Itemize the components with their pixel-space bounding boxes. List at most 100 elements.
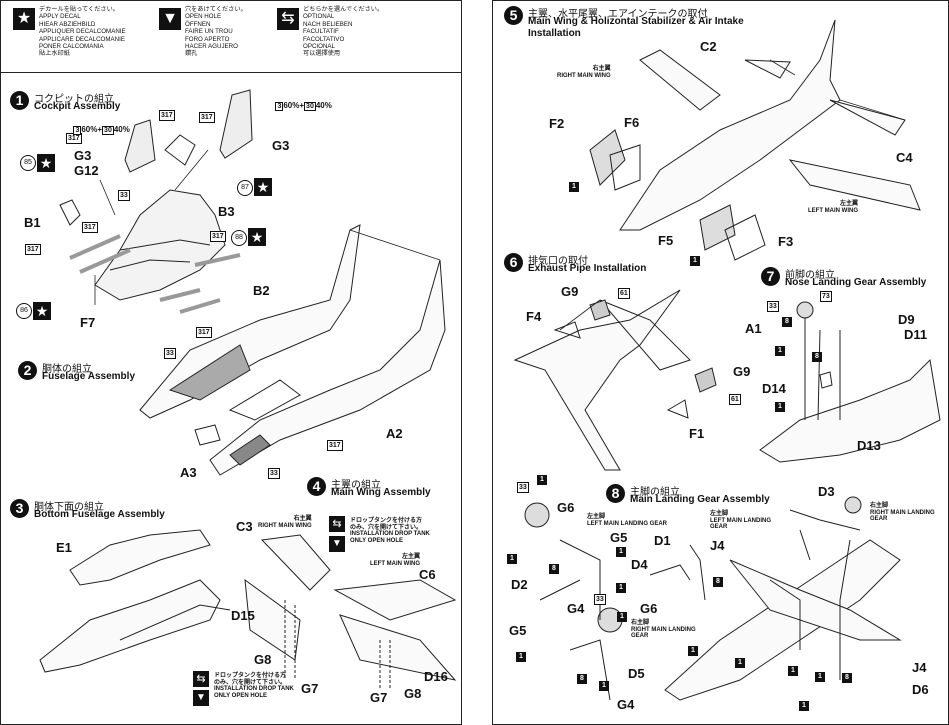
paint-code: 33 [118, 190, 130, 201]
step-7-number: 7 [761, 267, 780, 286]
paint-code-black: 1 [799, 701, 809, 711]
drill-icon: ▼ [159, 8, 181, 30]
paint-code-black: 1 [775, 402, 785, 412]
paint-code-black: 1 [569, 182, 579, 192]
paint-code-black: 8 [782, 317, 792, 327]
part-label: C2 [700, 39, 717, 54]
star-icon: ★ [37, 154, 55, 172]
part-label: G8 [404, 686, 422, 701]
part-label: J4 [912, 660, 927, 675]
legend: ★ デカールを貼ってください。 APPLY DECAL HIEAR ABZIEH… [7, 5, 457, 67]
step-5-number: 5 [504, 6, 523, 25]
paint-code-black: 1 [617, 612, 627, 622]
paint-code: 33 [767, 301, 779, 312]
paint-code: 317 [82, 222, 98, 233]
left-main-wing-note: 左主翼 LEFT MAIN WING [370, 554, 420, 567]
step-1-number: 1 [10, 91, 29, 110]
step-4-title-jp: 主翼の組立 [331, 480, 381, 491]
paint-code-black: 1 [616, 547, 626, 557]
paint-code: 30 [304, 101, 316, 111]
part-label: G12 [74, 163, 99, 178]
step-1-title-en: Cockpit Assembly [34, 101, 121, 112]
part-label: C4 [896, 150, 913, 165]
landing-gear-note: 左主脚 LEFT MAIN LANDING GEAR [710, 511, 771, 531]
step-6-title-jp: 排気口の取付 [528, 256, 588, 267]
step-7-title-en: Nose Landing Gear Assembly [785, 277, 927, 288]
step-7-title-jp: 前脚の組立 [785, 270, 835, 281]
paint-code: 61 [618, 288, 630, 299]
part-label: D16 [424, 669, 448, 684]
paint-code-black: 1 [735, 658, 745, 668]
paint-code: 33 [594, 594, 606, 605]
step-5-title-en: Main Wing & Holizontal Stabilizer & Air … [528, 16, 744, 39]
step-8-title-en: Main Landing Gear Assembly [630, 494, 770, 505]
part-label: D11 [904, 327, 928, 342]
legend-open-hole: ▼ 穴をあけてください。 OPEN HOLE ÖFFNEN FAIRE UN T… [159, 5, 279, 65]
part-label: A2 [386, 426, 403, 441]
legend-apply-decal: ★ デカールを貼ってください。 APPLY DECAL HIEAR ABZIEH… [13, 5, 153, 65]
paint-code: 33 [164, 348, 176, 359]
paint-code-black: 8 [713, 577, 723, 587]
part-label: D6 [912, 682, 929, 697]
part-label: G5 [610, 530, 628, 545]
paint-code-black: 1 [537, 475, 547, 485]
star-icon: ★ [248, 228, 266, 246]
paint-code-black: 1 [599, 681, 609, 691]
step-2-title-en: Fuselage Assembly [42, 371, 136, 382]
part-label: D4 [631, 557, 648, 572]
paint-code-black: 1 [815, 672, 825, 682]
part-label: D13 [857, 438, 881, 453]
drop-tank-note-bottom: ドロップタンクを付ける方 のみ、穴を開けて下さい。 INSTALLATION D… [214, 673, 294, 699]
paint-code: 317 [25, 244, 41, 255]
step-3-title-en: Bottom Fuselage Assembly [34, 509, 165, 520]
paint-code-black: 1 [516, 652, 526, 662]
choice-arrows-icon: ⇆ [277, 8, 299, 30]
landing-gear-note: 右主脚 RIGHT MAIN LANDING GEAR [631, 620, 696, 640]
decal-number: 86 [16, 303, 32, 319]
choice-arrows-icon: ⇆ [193, 671, 209, 687]
part-label: D9 [898, 312, 915, 327]
paint-code: 317 [199, 112, 215, 123]
paint-mix-text: 40% [315, 100, 332, 110]
part-label: D5 [628, 666, 645, 681]
part-label: G9 [733, 364, 751, 379]
landing-gear-note: 右主脚 RIGHT MAIN LANDING GEAR [870, 503, 935, 523]
part-label: E1 [56, 540, 72, 555]
star-icon: ★ [33, 302, 51, 320]
choice-arrows-icon: ⇆ [329, 516, 345, 532]
paint-mix-text: 60%+ [81, 124, 103, 134]
part-label: F2 [549, 116, 565, 131]
paint-code-black: 8 [812, 352, 822, 362]
part-label: G7 [301, 681, 319, 696]
paint-code-black: 1 [616, 583, 626, 593]
legend-divider [0, 72, 462, 73]
legend-apply-decal-text: デカールを貼ってください。 APPLY DECAL HIEAR ABZIEHBI… [39, 6, 126, 58]
paint-code-black: 1 [688, 646, 698, 656]
landing-gear-note: 左主脚 LEFT MAIN LANDING GEAR [587, 514, 667, 527]
legend-open-hole-text: 穴をあけてください。 OPEN HOLE ÖFFNEN FAIRE UN TRO… [185, 6, 247, 58]
part-label: D2 [511, 577, 528, 592]
paint-code-black: 1 [507, 554, 517, 564]
part-label: F4 [526, 309, 542, 324]
step-8-number: 8 [606, 484, 625, 503]
right-main-wing-note: 右主翼 RIGHT MAIN WING [258, 516, 312, 529]
paint-code: 317 [159, 110, 175, 121]
paint-code: 317 [327, 440, 343, 451]
paint-code-black: 1 [788, 666, 798, 676]
right-main-wing-note: 右主翼 RIGHT MAIN WING [557, 66, 611, 79]
step-3-title-jp: 胴体下面の組立 [34, 502, 104, 513]
part-label: G4 [617, 697, 635, 712]
part-label: A3 [180, 465, 197, 480]
right-page [492, 0, 949, 725]
part-label: D14 [762, 381, 786, 396]
step-2-title-jp: 胴体の組立 [42, 364, 92, 375]
paint-code: 33 [517, 482, 529, 493]
paint-mix-text: 40% [113, 124, 130, 134]
part-label: G5 [509, 623, 527, 638]
part-label: F7 [80, 315, 96, 330]
step-4-title-en: Main Wing Assembly [331, 487, 431, 498]
paint-mix-text: 60%+ [283, 100, 305, 110]
